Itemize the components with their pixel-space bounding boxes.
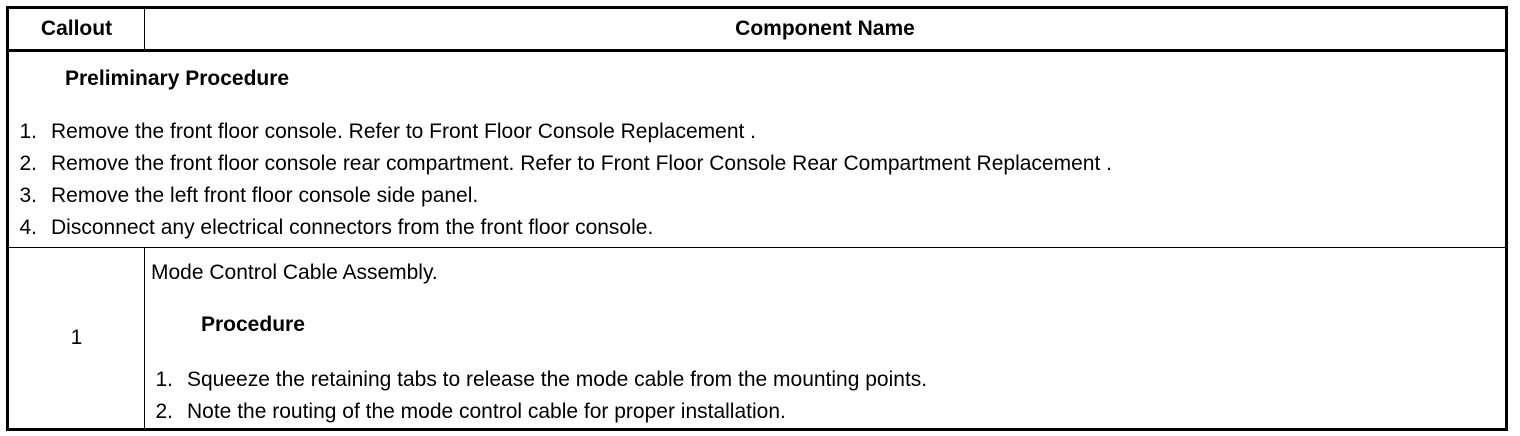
- list-item: 1. Squeeze the retaining tabs to release…: [145, 364, 1505, 396]
- step-text: Remove the front floor console. Refer to…: [51, 120, 756, 143]
- table-header-row: Callout Component Name: [7, 7, 1507, 52]
- procedure-heading: Procedure: [201, 313, 305, 336]
- step-number: 2.: [19, 152, 37, 175]
- step-text: Remove the front floor console rear comp…: [51, 152, 1112, 175]
- table-row: 1 Mode Control Cable Assembly. Procedure…: [7, 247, 1507, 430]
- component-cell: Mode Control Cable Assembly. Procedure 1…: [144, 247, 1507, 430]
- procedure-steps: 1. Squeeze the retaining tabs to release…: [145, 364, 1505, 428]
- component-name-header: Component Name: [144, 7, 1507, 52]
- step-number: 1.: [155, 368, 173, 391]
- step-number: 1.: [19, 120, 37, 143]
- list-item: 4. Disconnect any electrical connectors …: [9, 212, 1505, 244]
- step-text: Note the routing of the mode control cab…: [187, 400, 786, 423]
- preliminary-steps: 1. Remove the front floor console. Refer…: [9, 116, 1505, 244]
- callout-cell: 1: [7, 247, 145, 430]
- preliminary-cell: Preliminary Procedure 1. Remove the fron…: [7, 50, 1507, 248]
- step-number: 2.: [155, 400, 173, 423]
- list-item: 2. Note the routing of the mode control …: [145, 396, 1505, 428]
- list-item: 2. Remove the front floor console rear c…: [9, 148, 1505, 180]
- step-number: 4.: [19, 216, 37, 239]
- list-item: 1. Remove the front floor console. Refer…: [9, 116, 1505, 148]
- component-table: Callout Component Name Preliminary Proce…: [6, 6, 1508, 431]
- step-text: Remove the left front floor console side…: [51, 184, 479, 207]
- component-title: Mode Control Cable Assembly.: [151, 261, 438, 284]
- step-text: Disconnect any electrical connectors fro…: [51, 216, 654, 239]
- step-number: 3.: [19, 184, 37, 207]
- step-text: Squeeze the retaining tabs to release th…: [187, 368, 928, 391]
- list-item: 3. Remove the left front floor console s…: [9, 180, 1505, 212]
- preliminary-row: Preliminary Procedure 1. Remove the fron…: [7, 50, 1507, 248]
- callout-header: Callout: [7, 7, 145, 52]
- preliminary-heading: Preliminary Procedure: [65, 67, 290, 90]
